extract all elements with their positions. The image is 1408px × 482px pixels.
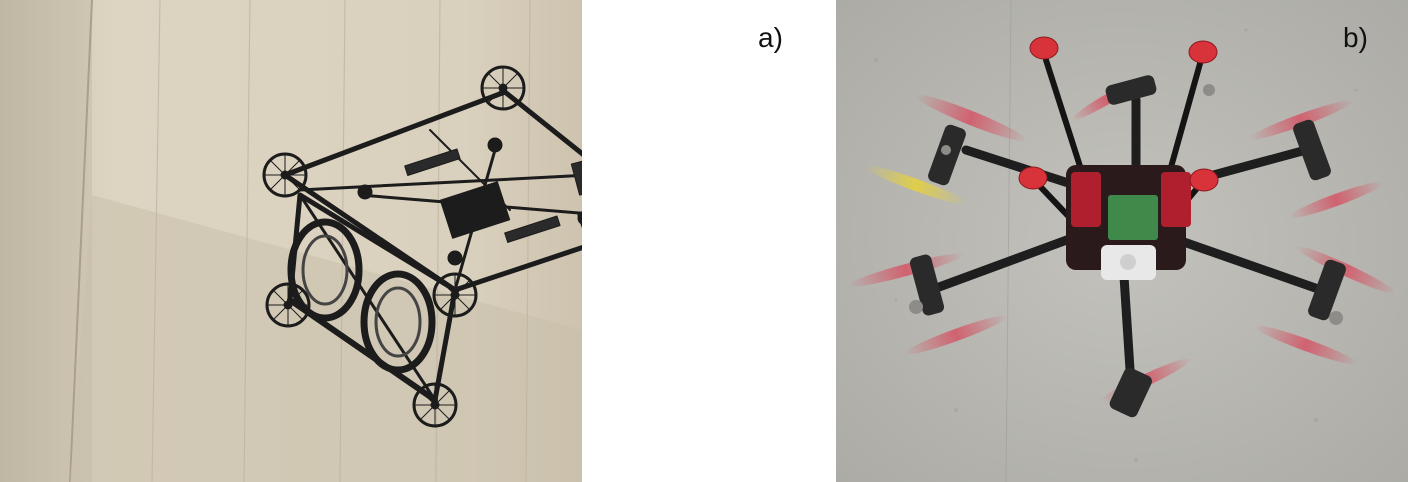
red-caps	[1018, 36, 1219, 192]
central-body	[1066, 165, 1191, 280]
spoked-wheels	[262, 65, 526, 428]
panel-a-illustration	[0, 0, 582, 482]
tracking-markers	[909, 84, 1343, 325]
motor-pods	[909, 75, 1346, 418]
panel-label-a: a)	[758, 22, 783, 53]
formwork-lines	[151, 0, 531, 482]
pillar-edge	[69, 0, 93, 482]
wall-seam	[1005, 0, 1012, 482]
panel-b-photo	[836, 0, 1408, 482]
panel-b-illustration	[836, 0, 1408, 482]
propeller-blurs	[848, 79, 1396, 402]
drone-a	[282, 89, 582, 403]
panel-label-b: b)	[1343, 22, 1368, 53]
panel-a-photo	[0, 0, 582, 482]
